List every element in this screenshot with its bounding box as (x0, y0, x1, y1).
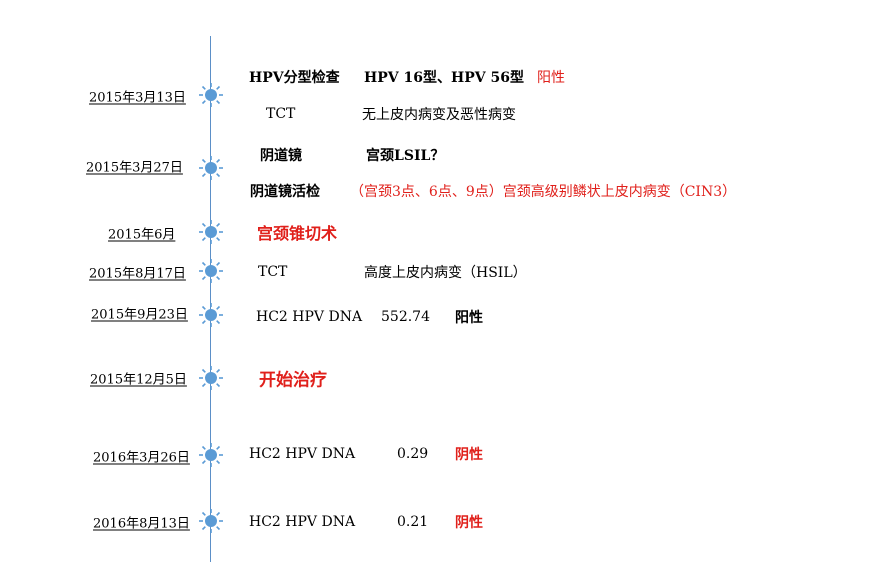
event-item-label: 阴道镜 (260, 148, 302, 164)
event-item-label: HC2 HPV DNA (249, 514, 356, 530)
sun-marker-icon (199, 443, 223, 467)
event-date: 2015年3月13日 (89, 90, 186, 106)
timeline-axis (210, 36, 211, 562)
sun-marker-icon (199, 366, 223, 390)
event-date: 2016年3月26日 (93, 450, 190, 466)
event-item-value: 无上皮内病变及恶性病变 (362, 107, 516, 123)
event-item-label: 阴道镜活检 (250, 184, 320, 200)
sun-marker-icon (199, 220, 223, 244)
event-date: 2015年12月5日 (90, 372, 187, 388)
event-item-value: （宫颈3点、6点、9点）宫颈高级别鳞状上皮内病变（CIN3） (350, 184, 737, 200)
event-item-label: 开始治疗 (259, 370, 327, 391)
event-item-value: 0.29 (397, 446, 429, 462)
sun-marker-icon (199, 303, 223, 327)
event-item-result: 阴性 (455, 515, 483, 531)
event-date: 2015年9月23日 (91, 307, 188, 323)
event-item-value: 0.21 (397, 514, 429, 530)
event-item-label: HC2 HPV DNA (249, 446, 356, 462)
event-item-result: 阳性 (455, 310, 483, 326)
event-item-result: 阴性 (455, 447, 483, 463)
event-item-label: TCT (266, 106, 296, 122)
event-date: 2016年8月13日 (93, 516, 190, 532)
event-item-value: 宫颈LSIL？ (366, 148, 445, 164)
sun-marker-icon (199, 83, 223, 107)
event-date: 2015年8月17日 (89, 266, 186, 282)
sun-marker-icon (199, 259, 223, 283)
sun-marker-icon (199, 156, 223, 180)
event-item-value: 552.74 (381, 309, 430, 325)
event-date: 2015年3月27日 (86, 160, 183, 176)
event-item-value: 高度上皮内病变（HSIL） (364, 265, 527, 281)
event-item-result: 阳性 (537, 70, 565, 86)
sun-marker-icon (199, 509, 223, 533)
event-item-label: HC2 HPV DNA (256, 309, 363, 325)
event-item-value: HPV 16型、HPV 56型 (364, 70, 524, 86)
event-item-label: 宫颈锥切术 (257, 224, 338, 243)
event-item-label: HPV分型检查 (249, 70, 340, 86)
event-item-label: TCT (258, 264, 288, 280)
event-date: 2015年6月 (108, 227, 176, 243)
